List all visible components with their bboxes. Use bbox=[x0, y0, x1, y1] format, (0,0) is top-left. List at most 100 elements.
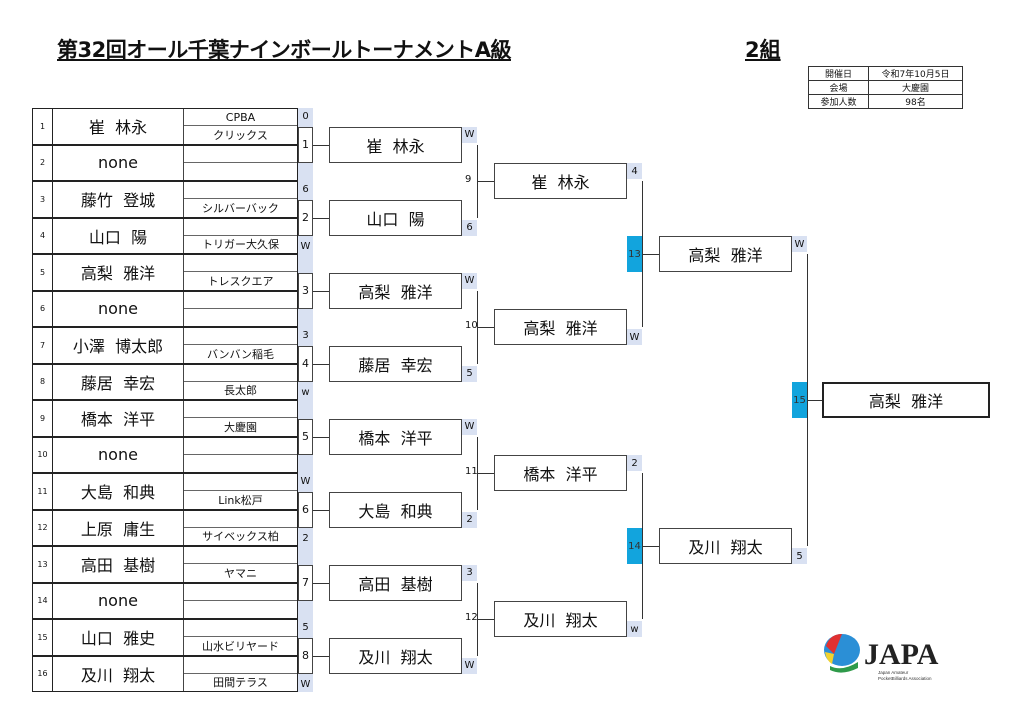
club-name bbox=[184, 547, 297, 565]
group-label: 2組 bbox=[745, 38, 781, 62]
match-number-box: 14 bbox=[627, 528, 642, 564]
club-name: クリックス bbox=[213, 128, 268, 142]
match-number-box: 15 bbox=[792, 382, 807, 418]
bracket-player-box: 高梨 雅洋 bbox=[329, 272, 462, 309]
player-name: none bbox=[53, 583, 184, 618]
connector-line bbox=[313, 217, 329, 219]
club-name bbox=[184, 328, 297, 346]
match-number-box: 4 bbox=[298, 345, 313, 382]
score-tag: 3 bbox=[298, 327, 313, 343]
score-tag: W bbox=[462, 418, 477, 435]
connector-line bbox=[313, 655, 329, 657]
player-name: none bbox=[53, 437, 184, 472]
match-number-box: 2 bbox=[298, 199, 313, 236]
bracket-player-box: 橋本 洋平 bbox=[494, 455, 627, 491]
page-title: 第32回オール千葉ナインボールトーナメントA級 bbox=[57, 38, 511, 62]
player-name: 山口 雅史 bbox=[53, 620, 184, 655]
player-name: 及川 翔太 bbox=[53, 656, 184, 691]
connector-line bbox=[313, 363, 329, 365]
info-row-date: 開催日令和7年10月5日 bbox=[808, 66, 963, 81]
club-name bbox=[184, 401, 297, 419]
score-tag: w bbox=[627, 621, 642, 637]
connector-line bbox=[642, 546, 659, 547]
connector-line bbox=[313, 582, 329, 584]
connector-line bbox=[477, 619, 494, 620]
club-name: 田間テラス bbox=[213, 676, 268, 690]
bracket-player-box: 高梨 雅洋 bbox=[494, 309, 627, 345]
svg-text:PocketBilliards Association: PocketBilliards Association bbox=[878, 676, 932, 681]
bracket-player-box: 崔 林永 bbox=[494, 163, 627, 199]
match-number-box: 1 bbox=[298, 126, 313, 163]
match-number: 11 bbox=[465, 466, 478, 477]
bracket-player-box: 及川 翔太 bbox=[494, 601, 627, 637]
connector-line bbox=[313, 290, 329, 292]
score-tag: 2 bbox=[627, 455, 642, 471]
player-name: 大島 和典 bbox=[53, 474, 184, 509]
connector-line bbox=[313, 436, 329, 438]
player-name: 藤竹 登城 bbox=[53, 182, 184, 217]
seed-number: 6 bbox=[33, 291, 53, 326]
player-name: none bbox=[53, 145, 184, 180]
match-number: 9 bbox=[465, 174, 472, 185]
club-name: 長太郎 bbox=[224, 384, 257, 398]
seed-number: 2 bbox=[33, 145, 53, 180]
score-tag: 2 bbox=[298, 530, 313, 546]
match-number-box: 7 bbox=[298, 564, 313, 601]
score-tag: W bbox=[462, 657, 477, 674]
match-number-box: 13 bbox=[627, 236, 642, 272]
seed-number: 12 bbox=[33, 510, 53, 545]
club-name: Link松戸 bbox=[218, 493, 263, 507]
player-name: 崔 林永 bbox=[53, 109, 184, 144]
club-name: シルバーバック bbox=[202, 201, 279, 215]
seed-number: 4 bbox=[33, 218, 53, 253]
bracket-player-box: 高梨 雅洋 bbox=[659, 236, 792, 272]
connector-line bbox=[313, 144, 329, 146]
seed-number: 1 bbox=[33, 109, 53, 144]
score-tag: 3 bbox=[462, 564, 477, 581]
score-tag: W bbox=[298, 676, 313, 692]
club-name bbox=[184, 309, 297, 326]
player-name: 橋本 洋平 bbox=[53, 401, 184, 436]
score-tag: W bbox=[298, 473, 313, 489]
seed-number: 13 bbox=[33, 547, 53, 582]
svg-text:Japan Amateur: Japan Amateur bbox=[878, 670, 909, 675]
score-tag: W bbox=[298, 238, 313, 254]
score-tag: 6 bbox=[298, 181, 313, 197]
connector-line bbox=[642, 254, 659, 255]
seed-number: 5 bbox=[33, 255, 53, 290]
score-tag: 5 bbox=[792, 548, 807, 564]
player-name: 上原 庸生 bbox=[53, 510, 184, 545]
club-name: 山水ビリヤード bbox=[202, 639, 279, 653]
score-tag: 6 bbox=[462, 219, 477, 236]
player-name: 山口 陽 bbox=[53, 218, 184, 253]
info-label: 参加人数 bbox=[808, 94, 869, 109]
connector-line bbox=[807, 400, 824, 401]
seed-number: 14 bbox=[33, 583, 53, 618]
score-tag: 2 bbox=[462, 511, 477, 528]
svg-text:JAPA: JAPA bbox=[864, 638, 939, 671]
club-name bbox=[184, 182, 297, 200]
club-name bbox=[184, 219, 297, 236]
match-number-box: 3 bbox=[298, 272, 313, 309]
player-name: 高田 基樹 bbox=[53, 547, 184, 582]
connector-line bbox=[477, 327, 494, 328]
club-name bbox=[184, 365, 297, 382]
seed-number: 3 bbox=[33, 182, 53, 217]
club-name bbox=[184, 438, 297, 455]
info-label: 会場 bbox=[808, 80, 869, 95]
bracket-player-box: 高田 基樹 bbox=[329, 564, 462, 601]
club-name bbox=[184, 601, 297, 618]
